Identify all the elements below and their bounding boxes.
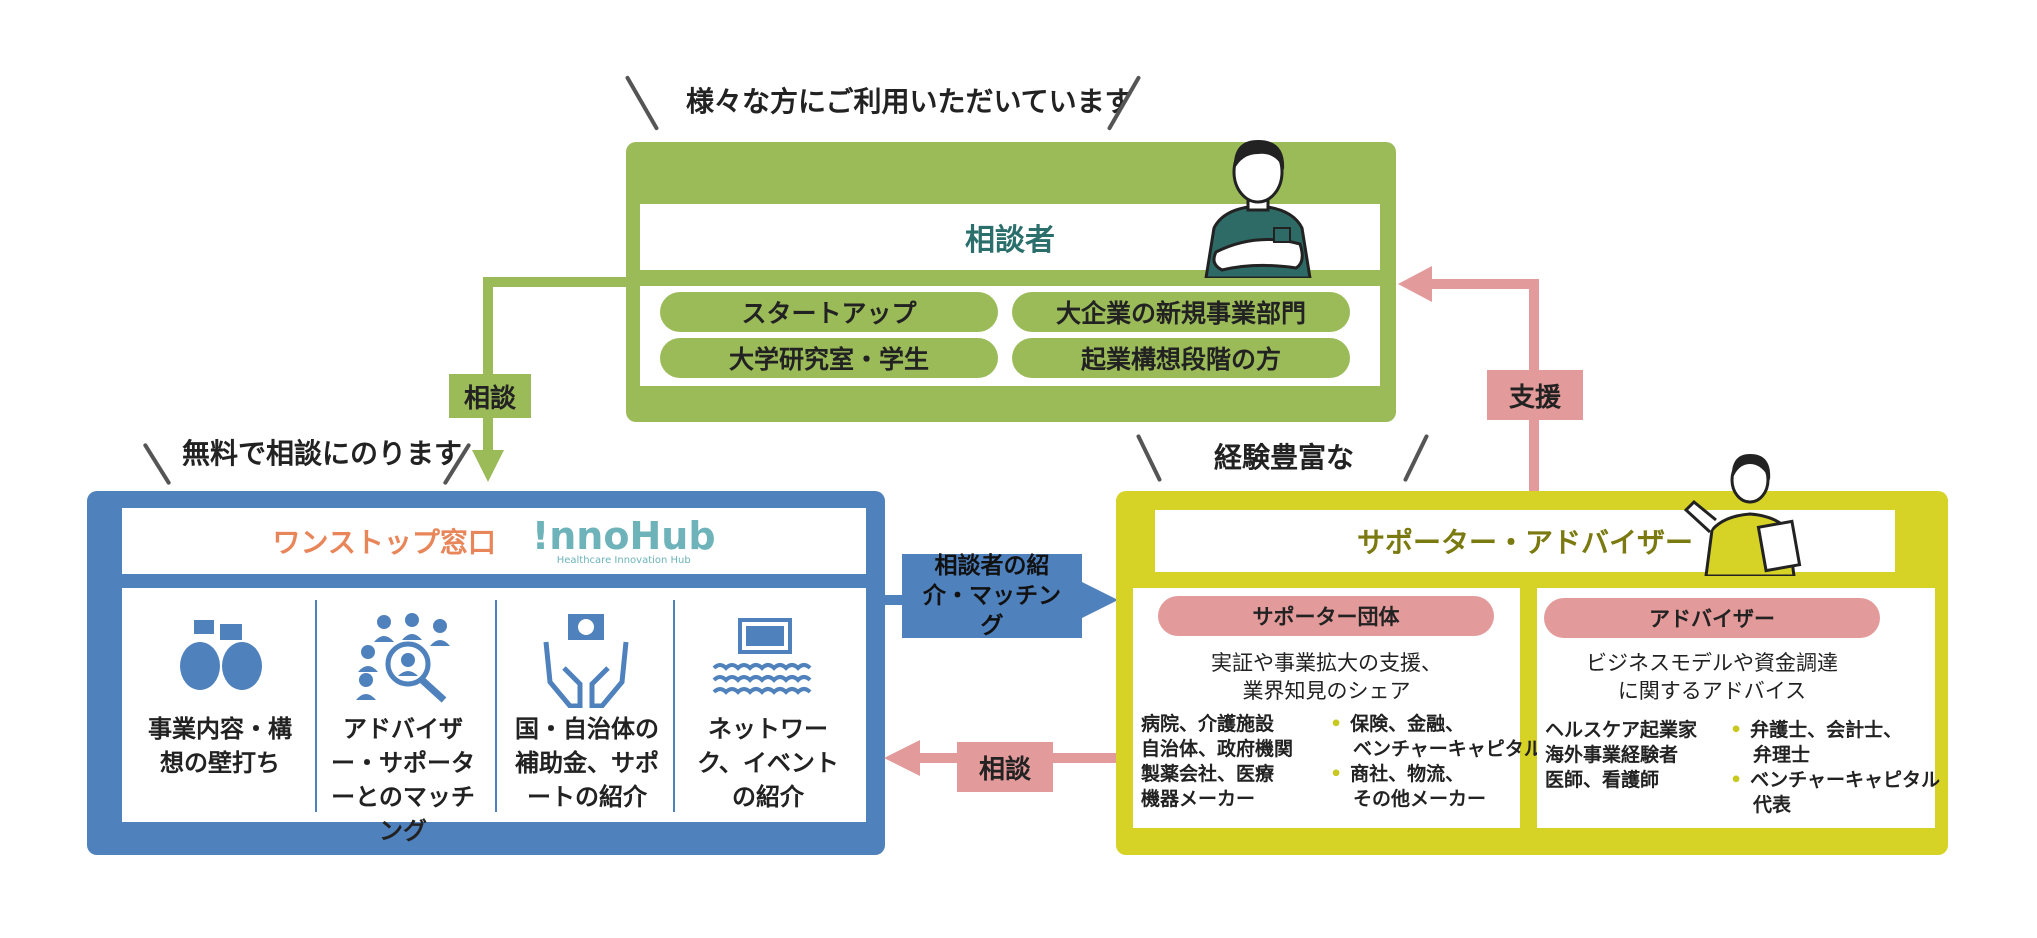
people-search-icon xyxy=(356,613,450,703)
service-label: 国・自治体の補助金、サポートの紹介 xyxy=(515,715,659,811)
list-item-text: 商社、物流、 xyxy=(1350,763,1465,785)
supporter-groups-right-list: • 保険、金融、 ベンチャーキャピタル • 商社、物流、 その他メーカー xyxy=(1330,712,1543,812)
support-up-arrow xyxy=(1398,266,1539,498)
advisors-desc-2: に関するアドバイス xyxy=(1617,679,1807,703)
experienced-caption: 経験豊富な xyxy=(1214,441,1355,474)
list-item-bulleted: • ベンチャーキャピタル xyxy=(1730,768,1940,793)
list-item-text: ベンチャーキャピタル xyxy=(1750,769,1940,791)
bullet-icon: • xyxy=(1730,719,1743,741)
advisor-person-icon xyxy=(1683,454,1802,576)
supporter-groups-desc-2: 業界知見のシェア xyxy=(1242,679,1411,703)
list-item: 代表 xyxy=(1753,794,1792,816)
intro-matching-label: 相談者の紹介・マッチング xyxy=(902,553,1082,639)
list-item-text: 弁護士、会計士、 xyxy=(1750,719,1903,741)
list-item: 海外事業経験者 xyxy=(1545,744,1679,766)
consult-down-label: 相談 xyxy=(449,374,531,418)
list-item-bulleted: • 保険、金融、 xyxy=(1330,712,1543,737)
list-item: 自治体、政府機関 xyxy=(1141,738,1294,760)
service-label: 事業内容・構想の壁打ち xyxy=(148,715,292,777)
service-label: アドバイザー・サポーターとのマッチング xyxy=(331,715,475,845)
bullet-icon: • xyxy=(1330,763,1343,785)
consultant-type-founder: 起業構想段階の方 xyxy=(1012,338,1350,378)
service-divider xyxy=(315,600,317,812)
advisors-left-list: ヘルスケア起業家 海外事業経験者 医師、看護師 xyxy=(1545,718,1697,793)
service-label: ネットワーク、イベントの紹介 xyxy=(697,715,839,811)
consult-back-head xyxy=(884,740,920,776)
free-caption: 無料で相談にのります xyxy=(182,437,463,470)
onestop-title-bar: ワンストップ窓口 !nnoHub Healthcare Innovation H… xyxy=(122,508,866,574)
list-item-bulleted: • 弁護士、会計士、 xyxy=(1730,718,1940,743)
list-item-bulleted: • 商社、物流、 xyxy=(1330,762,1543,787)
consultant-type-university: 大学研究室・学生 xyxy=(660,338,998,378)
free-slash-left xyxy=(142,442,172,486)
innohub-logo-text: !nnoHub xyxy=(531,513,716,558)
onestop-title: ワンストップ窓口 xyxy=(272,526,496,559)
exp-slash-left xyxy=(1135,433,1163,483)
supporter-groups-title: サポーター団体 xyxy=(1158,596,1494,636)
list-item: 機器メーカー xyxy=(1141,788,1256,810)
innohub-logo: !nnoHub Healthcare Innovation Hub xyxy=(532,517,716,566)
subsidy-hands-icon xyxy=(543,614,629,708)
consultant-person-icon xyxy=(1204,140,1312,278)
bullet-icon: • xyxy=(1730,769,1743,791)
intro-matching-text: 相談者の紹介・マッチング xyxy=(923,553,1061,639)
list-item: 病院、介護施設 xyxy=(1141,713,1275,735)
supporter-groups-desc-1: 実証や事業拡大の支援、 xyxy=(1211,651,1442,675)
list-item: 製薬会社、医療 xyxy=(1141,763,1275,785)
list-item: 医師、看護師 xyxy=(1545,769,1660,791)
supporter-title: サポーター・アドバイザー xyxy=(1356,526,1693,559)
list-item: その他メーカー xyxy=(1353,788,1487,810)
support-up-label: 支援 xyxy=(1487,370,1583,420)
consultant-type-startup: スタートアップ xyxy=(660,292,998,332)
discussion-icon xyxy=(180,620,262,690)
top-caption: 様々な方にご利用いただいています xyxy=(686,85,1133,118)
advisors-desc-1: ビジネスモデルや資金調達 xyxy=(1586,651,1838,675)
event-audience-icon xyxy=(712,618,812,695)
service-divider xyxy=(673,600,675,812)
consult-back-label: 相談 xyxy=(957,742,1053,792)
innohub-logo-sub: Healthcare Innovation Hub xyxy=(556,554,691,566)
advisors-title: アドバイザー xyxy=(1544,598,1880,638)
bullet-icon: • xyxy=(1330,713,1343,735)
list-item-text: 保険、金融、 xyxy=(1350,713,1465,735)
caption-slash-left xyxy=(624,75,660,131)
list-item: ヘルスケア起業家 xyxy=(1545,719,1698,741)
consultant-title: 相談者 xyxy=(965,223,1055,258)
list-item: 弁理士 xyxy=(1753,744,1811,766)
service-divider xyxy=(495,600,497,812)
supporter-groups-left-list: 病院、介護施設 自治体、政府機関 製薬会社、医療 機器メーカー xyxy=(1141,712,1293,812)
advisors-right-list: • 弁護士、会計士、 弁理士 • ベンチャーキャピタル 代表 xyxy=(1730,718,1940,818)
consultant-type-enterprise: 大企業の新規事業部門 xyxy=(1012,292,1350,332)
list-item: ベンチャーキャピタル xyxy=(1353,738,1543,760)
intro-arrow-head xyxy=(1082,582,1118,618)
